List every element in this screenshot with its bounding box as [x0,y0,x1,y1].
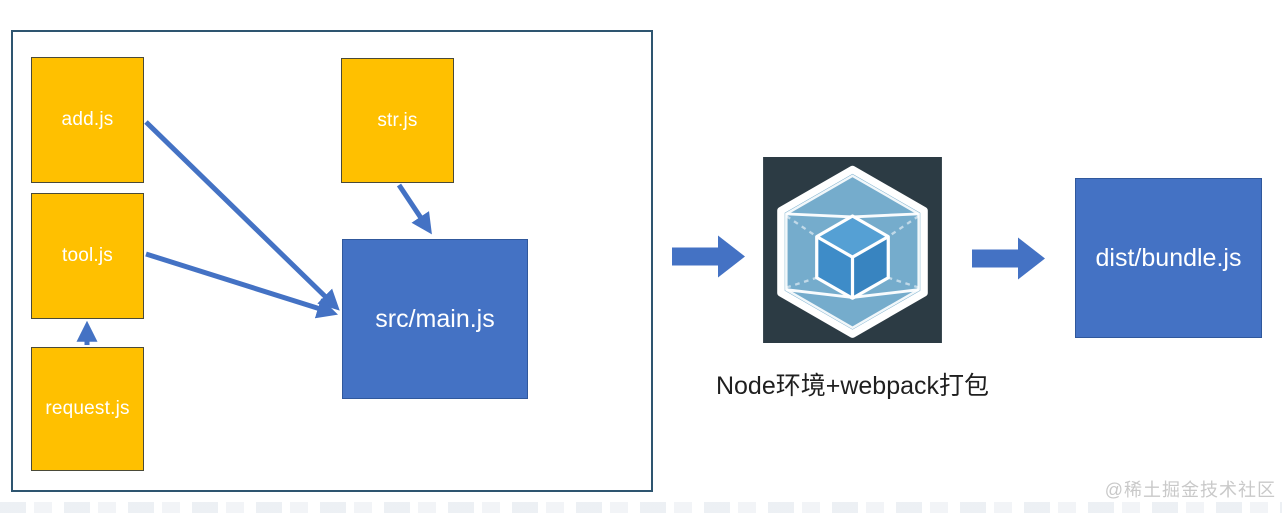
watermark: @稀土掘金技术社区 [1104,480,1276,500]
node-dist-bundle-js-label: dist/bundle.js [1095,243,1242,272]
node-str-js-label: str.js [377,109,418,131]
node-src-main-js: src/main.js [342,239,528,399]
node-dist-bundle-js: dist/bundle.js [1075,178,1262,338]
node-tool-js-label: tool.js [61,245,114,266]
webpack-logo-icon [763,157,942,343]
source-modules-panel [11,30,653,492]
process-caption: Node环境+webpack打包 [715,372,990,400]
node-str-js: str.js [341,58,454,183]
flow-arrow-icon [672,235,745,278]
node-tool-js: tool.js [31,193,144,319]
node-src-main-js-label: src/main.js [375,304,495,333]
node-request-js: request.js [31,347,144,471]
flow-arrow-icon [972,237,1045,280]
node-request-js-label: request.js [45,398,130,419]
cropped-text-strip [0,502,1282,513]
node-add-js-label: add.js [61,109,114,130]
node-add-js: add.js [31,57,144,183]
